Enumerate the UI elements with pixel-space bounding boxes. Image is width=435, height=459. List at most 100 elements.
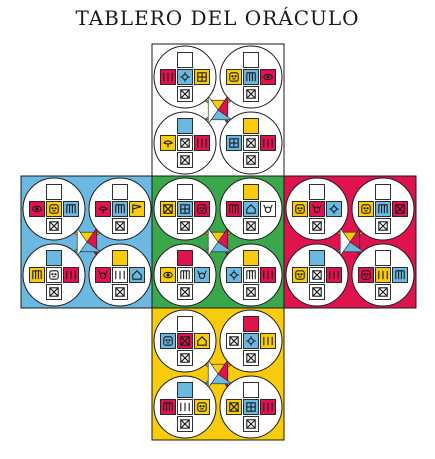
glyph-cell[interactable] <box>112 250 128 266</box>
glyph-cell[interactable] <box>243 284 259 300</box>
glyph-cell[interactable] <box>260 399 276 415</box>
glyph-cell[interactable] <box>326 201 342 217</box>
glyph-cell-square[interactable] <box>177 118 193 134</box>
glyph-cell[interactable] <box>309 201 325 217</box>
glyph-cell[interactable] <box>63 201 79 217</box>
oracle-circle[interactable] <box>285 243 349 307</box>
oracle-circle[interactable] <box>285 177 349 241</box>
glyph-cell[interactable] <box>194 333 210 349</box>
glyph-cell-square[interactable] <box>194 267 210 283</box>
glyph-cell[interactable] <box>95 201 111 217</box>
glyph-cell[interactable] <box>375 184 391 200</box>
glyph-cell[interactable] <box>160 135 176 151</box>
glyph-cell[interactable] <box>243 69 259 85</box>
glyph-cell[interactable] <box>194 399 210 415</box>
glyph-cell-square[interactable] <box>177 267 193 283</box>
glyph-cell[interactable] <box>177 350 193 366</box>
glyph-cell-square[interactable] <box>160 135 176 151</box>
glyph-cell-square[interactable] <box>292 267 308 283</box>
glyph-cell-square[interactable] <box>292 201 308 217</box>
glyph-cell[interactable] <box>375 218 391 234</box>
glyph-cell[interactable] <box>309 284 325 300</box>
glyph-cell[interactable] <box>177 135 193 151</box>
glyph-cell[interactable] <box>392 201 408 217</box>
glyph-cell[interactable] <box>309 267 325 283</box>
glyph-cell[interactable] <box>177 69 193 85</box>
glyph-cell[interactable] <box>177 52 193 68</box>
oracle-circle[interactable] <box>153 243 217 307</box>
glyph-cell[interactable] <box>243 250 259 266</box>
glyph-cell[interactable] <box>112 218 128 234</box>
glyph-cell[interactable] <box>63 267 79 283</box>
glyph-cell-square[interactable] <box>243 52 259 68</box>
glyph-cell[interactable] <box>160 399 176 415</box>
glyph-cell-square[interactable] <box>95 267 111 283</box>
glyph-cell-square[interactable] <box>309 184 325 200</box>
glyph-cell[interactable] <box>226 135 242 151</box>
glyph-cell[interactable] <box>260 201 276 217</box>
oracle-circle[interactable] <box>219 45 283 109</box>
glyph-cell[interactable] <box>160 267 176 283</box>
glyph-cell[interactable] <box>243 52 259 68</box>
glyph-cell[interactable] <box>226 267 242 283</box>
oracle-circle[interactable] <box>153 45 217 109</box>
glyph-cell[interactable] <box>243 350 259 366</box>
glyph-cell-square[interactable] <box>160 333 176 349</box>
glyph-cell-square[interactable] <box>46 250 62 266</box>
glyph-cell[interactable] <box>177 284 193 300</box>
glyph-cell[interactable] <box>112 184 128 200</box>
glyph-cell[interactable] <box>243 86 259 102</box>
glyph-cell-square[interactable] <box>392 267 408 283</box>
glyph-cell-square[interactable] <box>358 267 374 283</box>
glyph-cell[interactable] <box>375 201 391 217</box>
glyph-cell-square[interactable] <box>129 201 145 217</box>
glyph-cell-square[interactable] <box>177 316 193 332</box>
glyph-cell[interactable] <box>226 69 242 85</box>
glyph-cell[interactable] <box>129 267 145 283</box>
glyph-cell[interactable] <box>177 201 193 217</box>
glyph-cell[interactable] <box>177 86 193 102</box>
glyph-cell[interactable] <box>260 267 276 283</box>
glyph-cell-square[interactable] <box>309 250 325 266</box>
glyph-cell-square[interactable] <box>243 316 259 332</box>
glyph-cell-square[interactable] <box>160 399 176 415</box>
glyph-cell[interactable] <box>243 118 259 134</box>
glyph-cell-square[interactable] <box>326 201 342 217</box>
glyph-cell[interactable] <box>243 316 259 332</box>
glyph-cell[interactable] <box>243 382 259 398</box>
glyph-cell-square[interactable] <box>243 250 259 266</box>
glyph-cell[interactable] <box>292 267 308 283</box>
glyph-cell[interactable] <box>260 69 276 85</box>
glyph-cell-square[interactable] <box>243 267 259 283</box>
glyph-cell-square[interactable] <box>194 333 210 349</box>
glyph-cell-square[interactable] <box>226 69 242 85</box>
glyph-cell-square[interactable] <box>177 382 193 398</box>
glyph-cell[interactable] <box>309 250 325 266</box>
glyph-cell[interactable] <box>375 250 391 266</box>
glyph-cell[interactable] <box>243 267 259 283</box>
glyph-cell-square[interactable] <box>226 201 242 217</box>
glyph-cell-square[interactable] <box>260 201 276 217</box>
glyph-cell-square[interactable] <box>29 267 45 283</box>
glyph-cell-square[interactable] <box>358 201 374 217</box>
glyph-cell[interactable] <box>243 184 259 200</box>
glyph-cell[interactable] <box>392 267 408 283</box>
glyph-cell-square[interactable] <box>375 184 391 200</box>
glyph-cell-square[interactable] <box>309 201 325 217</box>
glyph-cell[interactable] <box>46 218 62 234</box>
glyph-cell[interactable] <box>129 201 145 217</box>
glyph-cell-square[interactable] <box>226 267 242 283</box>
glyph-cell[interactable] <box>243 152 259 168</box>
glyph-cell[interactable] <box>292 201 308 217</box>
glyph-cell[interactable] <box>375 284 391 300</box>
oracle-circle[interactable] <box>219 375 283 439</box>
glyph-cell[interactable] <box>177 250 193 266</box>
glyph-cell-square[interactable] <box>46 201 62 217</box>
glyph-cell[interactable] <box>160 201 176 217</box>
glyph-cell-square[interactable] <box>112 184 128 200</box>
glyph-cell[interactable] <box>160 333 176 349</box>
glyph-cell[interactable] <box>177 218 193 234</box>
glyph-cell[interactable] <box>309 184 325 200</box>
oracle-circle[interactable] <box>88 177 152 241</box>
glyph-cell[interactable] <box>194 69 210 85</box>
